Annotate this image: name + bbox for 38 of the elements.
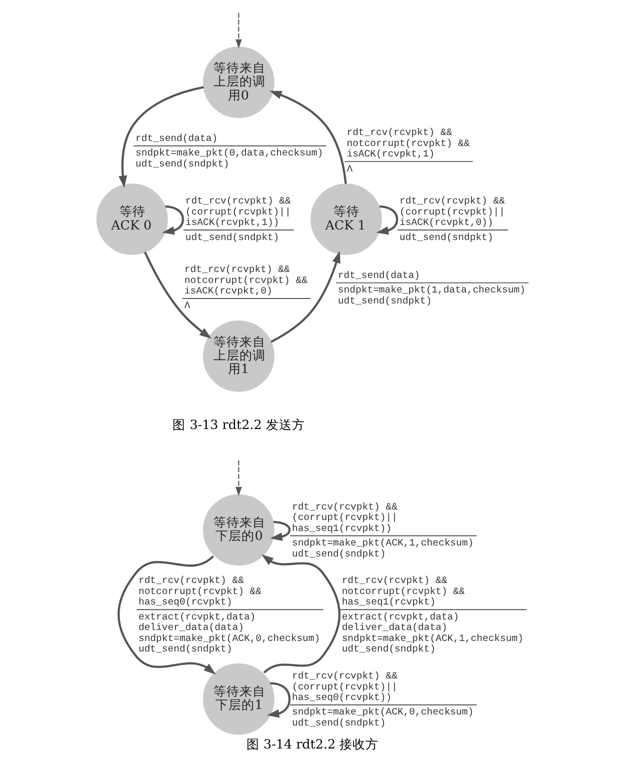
label: 图 3-13 rdt2.2 发送方: [172, 416, 305, 432]
edge-label: sndpkt=make_pkt(ACK,0,checksum) udt_send(sndpkt): [292, 706, 474, 728]
edge-label: rdt_rcv(rcvpkt) && (corrupt(rcvpkt)|| isACK(rcvpkt,1)): [185, 196, 291, 228]
edge-label: sndpkt=make_pkt(0,data,checksum) udt_send(sndpkt): [136, 148, 324, 170]
arrow: [270, 250, 340, 343]
edge-label: rdt_rcv(rcvpkt) && (corrupt(rcvpkt)|| has_seq0(rcvpkt)): [292, 670, 398, 704]
arrow: [162, 205, 184, 235]
edge-label: rdt_rcv(rcvpkt) && (corrupt(rcvpkt)|| has_seq1(rcvpkt)): [292, 501, 398, 534]
arrow: [262, 554, 340, 674]
edge-label: rdt_send(data): [338, 270, 420, 281]
arrow: [236, 13, 242, 48]
edge-label: udt_send(sndpkt): [185, 232, 280, 243]
edge-label: rdt_rcv(rcvpkt) && notcorrupt(rcvpkt) && isACK(rcvpkt,0): [184, 264, 308, 297]
edge-label: sndpkt=make_pkt(1,data,checksum) udt_send(sndpkt): [338, 284, 526, 306]
arrow: [376, 205, 398, 235]
edge-label: rdt_rcv(rcvpkt) && notcorrupt(rcvpkt) && has_seq0(rcvpkt): [138, 575, 262, 608]
edge-label: Λ: [184, 300, 190, 312]
edge-label: Λ: [346, 163, 353, 174]
arrow: [236, 460, 242, 496]
arrow: [270, 90, 347, 184]
node-circle: 等待ACK 0: [96, 184, 168, 255]
arrow: [144, 252, 212, 339]
arrow: [270, 520, 291, 541]
node-circle: 等待来自上层的调用0: [203, 46, 274, 118]
node-circle: 等待来自上层的调用1: [203, 320, 274, 392]
edge-label: rdt_send(data): [136, 133, 218, 144]
edge-label: extract(rcvpkt,data) deliver_data(data) sndpkt=make_pkt(ACK,0,checksum) udt_send(sndpkt): [138, 611, 320, 655]
edge-label: rdt_rcv(rcvpkt) && (corrupt(rcvpkt)|| isACK(rcvpkt,0)): [400, 196, 506, 228]
edge-label: udt_send(sndpkt): [400, 232, 494, 243]
arrow: [267, 682, 291, 718]
caption: 图 3-14 rdt2.2 接收方: [246, 736, 379, 752]
arrow: [118, 555, 216, 675]
edge-label: extract(rcvpkt,data) deliver_data(data) sndpkt=make_pkt(ACK,1,checksum) udt_send(sndpkt): [342, 611, 524, 655]
node-circle: 等待ACK 1: [310, 184, 382, 255]
edge-label: rdt_rcv(rcvpkt) && notcorrupt(rcvpkt) && has_seq1(rcvpkt): [342, 575, 465, 608]
arrow: [118, 86, 204, 188]
edge-label: sndpkt=make_pkt(ACK,1,checksum) udt_send(sndpkt): [292, 538, 474, 560]
edge-label: rdt_rcv(rcvpkt) && notcorrupt(rcvpkt) && isACK(rcvpkt,1): [346, 127, 470, 160]
